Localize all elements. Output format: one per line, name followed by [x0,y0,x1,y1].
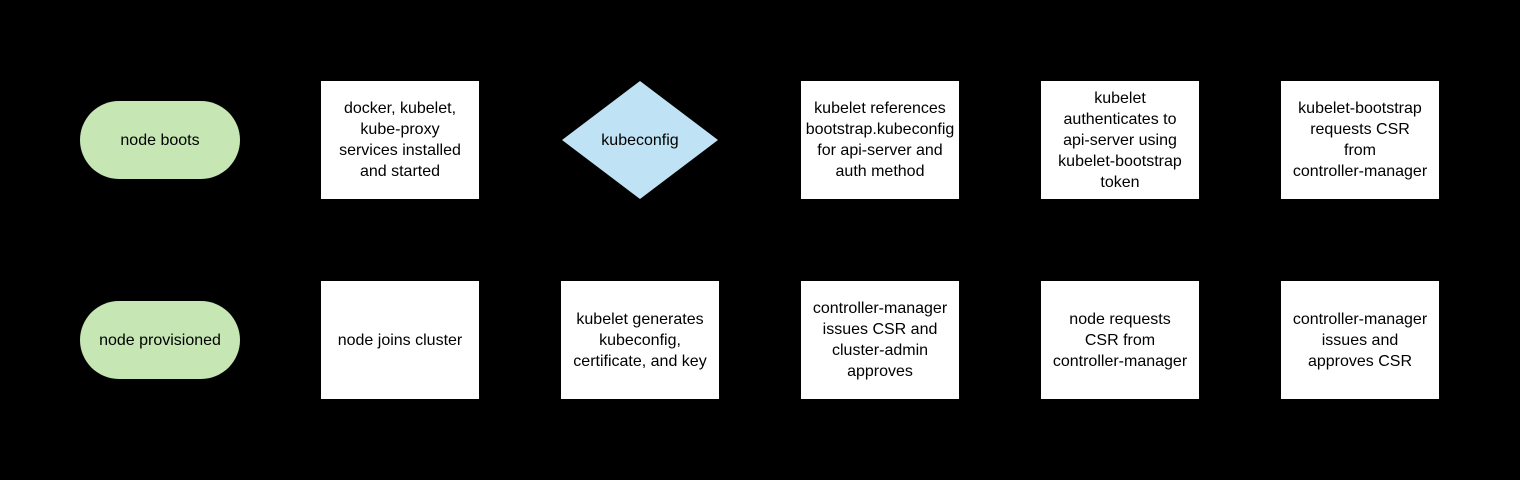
terminal-node-boots: node boots [80,101,240,179]
node-text-line: node requests [1069,310,1171,328]
node-text-line: kube-proxy [360,121,440,138]
node-text-line: cluster-admin [831,342,929,359]
node-text-line: approves CSR [1307,352,1413,370]
node-text-line: for api-server and [817,142,943,159]
node-text-line: kubelet-bootstrap [1058,152,1182,170]
node-text-line: docker, kubelet, [343,100,457,117]
process-kubelet-bootstrap-csr: kubelet-bootstrap requests CSR from control… [1281,81,1439,199]
node-text-line: kubeconfig, [599,331,681,349]
process-kubelet-generates: kubelet generates kubeconfig, certificate,… [561,281,719,399]
node-text-line: kubelet generates [576,310,704,328]
node-text-line: requests CSR [1310,121,1410,138]
node-text-line: and started [359,163,441,180]
node-text-line: issues CSR and [822,321,938,338]
node-text-line: controller-manager [1052,352,1188,370]
node-text-line: api-server using [1063,131,1177,149]
node-text-line: kubelet-bootstrap [1298,100,1422,117]
node-text-line: kubelet [1094,89,1146,107]
node-text-line: approves [847,363,913,380]
node-text-line: controller-manager [1292,163,1428,180]
node-text-line: node joins cluster [337,331,463,349]
node-text-line: node boots [120,131,200,149]
process-cm-issues-approves-csr: controller-manager issues and approves CSR [1281,281,1439,399]
node-text-line: CSR from [1084,331,1156,349]
process-cm-issues-csr-admin: controller-manager issues CSR and cluster-… [801,281,959,399]
node-text-line: certificate, and key [573,352,707,370]
node-text-line: auth method [835,163,925,180]
node-text-line: services installed [339,142,461,159]
node-text-line: kubelet references [814,100,946,117]
node-text-line: authenticates to [1063,110,1177,128]
decision-kubeconfig: kubeconfig [562,81,718,199]
node-text-line: controller-manager [812,300,948,317]
process-node-joins-cluster: node joins cluster [321,281,479,399]
node-text-line: bootstrap.kubeconfig [805,121,955,138]
node-text-line: controller-manager [1292,310,1428,328]
process-services-installed: docker, kubelet, kube-proxy services insta… [321,81,479,199]
process-kubelet-references: kubelet references bootstrap.kubeconfig fo… [801,81,959,199]
terminal-node-provisioned: node provisioned [80,301,240,379]
node-text-line: token [1100,173,1140,191]
node-text-line: from [1344,142,1376,159]
node-text-line: node provisioned [99,331,221,349]
process-kubelet-authenticates: kubelet authenticates to api-server using k… [1041,81,1199,199]
node-text-line: kubeconfig [601,131,679,149]
node-text-line: issues and [1321,331,1399,349]
